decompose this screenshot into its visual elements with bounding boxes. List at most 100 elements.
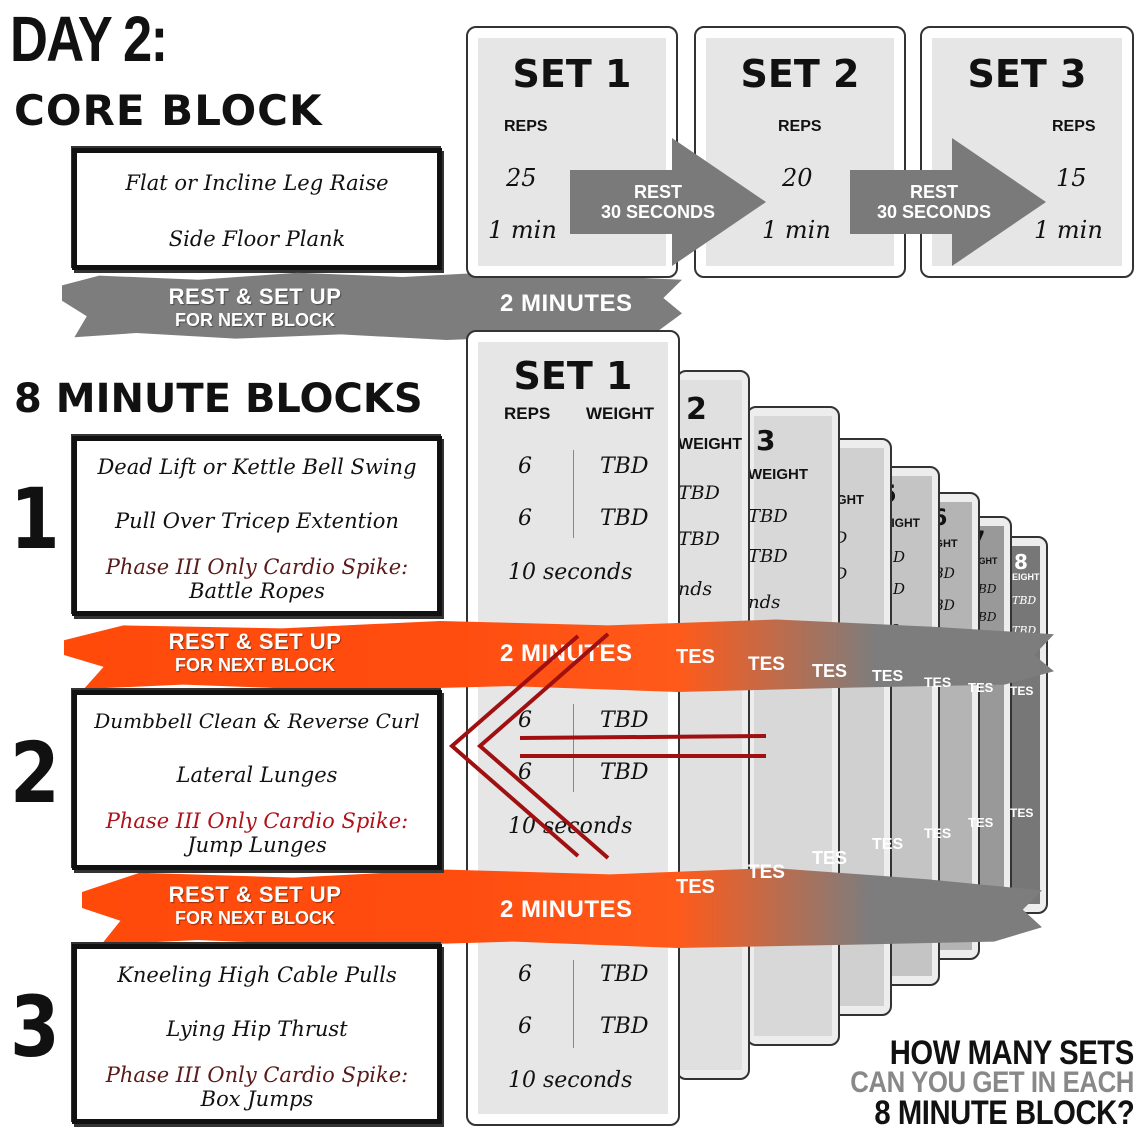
set-time: 1 min — [488, 216, 557, 244]
set-title: SET 1 — [512, 52, 632, 96]
core-exercise: Side Floor Plank — [168, 227, 346, 251]
rest-brush-2 — [82, 868, 1042, 948]
stacked-tes: TES — [872, 668, 904, 685]
stacked-set-number: 2 — [686, 392, 707, 427]
reps-value: 20 — [782, 164, 813, 192]
stacked-weight-label: WEIGHT — [678, 436, 742, 453]
stacked-set-card-2: 2 WEIGHT TBD TBD nds — [676, 370, 750, 1080]
weight-label: WEIGHT — [586, 404, 654, 423]
rest-seconds: 10 seconds — [508, 560, 633, 585]
eight-minute-blocks-title: 8 MINUTE BLOCKS — [14, 376, 423, 422]
cardio-spike-label: Phase III Only Cardio Spike: — [105, 809, 409, 833]
weight-value: TBD — [600, 506, 649, 531]
block-exercise: Lateral Lunges — [176, 763, 338, 787]
cardio-spike-exercise: Jump Lunges — [187, 833, 327, 857]
block-number: 1 — [10, 470, 60, 568]
stacked-tes: TES — [748, 654, 785, 675]
stacked-value: TBD — [678, 528, 720, 550]
reps-label: REPS — [504, 118, 548, 135]
stacked-set-number: 3 — [756, 424, 776, 457]
reps-value: 25 — [506, 164, 537, 192]
reps-value: 6 — [518, 962, 532, 987]
set-time: 1 min — [762, 216, 831, 244]
core-block-title: CORE BLOCK — [14, 86, 323, 135]
reps-value: 6 — [518, 760, 532, 785]
rest-seconds: 10 seconds — [508, 1068, 633, 1093]
block-number: 2 — [10, 724, 60, 822]
cardio-spike-label: Phase III Only Cardio Spike: — [105, 1063, 409, 1087]
stacked-value: TBD — [1012, 594, 1037, 607]
stacked-weight-label: EIGHT — [1012, 572, 1040, 582]
weight-value: TBD — [600, 1014, 649, 1039]
rest-line2: FOR NEXT BLOCK — [175, 310, 335, 330]
rest-arrow-icon — [850, 138, 1046, 266]
stacked-tes: TES — [924, 674, 952, 690]
stacked-tes: TES — [968, 680, 994, 695]
stacked-tes: TES — [748, 862, 785, 883]
stacked-value: TBD — [678, 482, 720, 504]
set-title: SET 2 — [740, 52, 860, 96]
stacked-tes: TES — [676, 876, 715, 898]
reps-value: 6 — [518, 708, 532, 733]
block-2-exercise-box: Dumbbell Clean & Reverse Curl Lateral Lu… — [72, 690, 442, 870]
set-time: 1 min — [1034, 216, 1103, 244]
cardio-spike-exercise: Box Jumps — [200, 1087, 314, 1111]
question-line1: HOW MANY SETS — [889, 1034, 1134, 1072]
question-line3: 8 MINUTE BLOCK? — [874, 1094, 1134, 1132]
reps-value: 6 — [518, 1014, 532, 1039]
rest-arrow-line2: 30 SECONDS — [876, 201, 992, 222]
stacked-tes: TES — [676, 646, 715, 668]
core-set-card-2: SET 2 REPS 20 1 min — [694, 26, 906, 278]
rest-line1: REST & SET UP — [168, 284, 342, 309]
reps-value: 6 — [518, 454, 532, 479]
rest-line2: FOR NEXT BLOCK — [175, 655, 335, 675]
cardio-spike-label: Phase III Only Cardio Spike: — [105, 555, 409, 579]
rest-label-1: REST & SET UP FOR NEXT BLOCK — [150, 631, 360, 675]
main-set-card: SET 1 REPS WEIGHT 6 TBD 6 TBD 10 seconds… — [466, 330, 680, 1126]
stacked-tes: TES — [1010, 684, 1034, 698]
reps-value: 15 — [1056, 164, 1087, 192]
block-number: 3 — [10, 978, 60, 1076]
block-exercise: Pull Over Tricep Extention — [115, 509, 399, 533]
stacked-tes: TES — [812, 848, 848, 868]
set-title: SET 3 — [967, 52, 1087, 96]
block-exercise: Dead Lift or Kettle Bell Swing — [97, 455, 417, 479]
weight-value: TBD — [600, 708, 649, 733]
weight-value: TBD — [600, 454, 649, 479]
rest-arrow-label: REST 30 SECONDS — [856, 182, 1012, 223]
core-rest-duration: 2 MINUTES — [500, 290, 633, 317]
stacked-value: nds — [678, 578, 713, 600]
rest-duration-2: 2 MINUTES — [500, 896, 633, 923]
block-3-exercise-box: Kneeling High Cable Pulls Lying Hip Thru… — [72, 944, 442, 1124]
weight-value: TBD — [600, 760, 649, 785]
block-exercise: Lying Hip Thrust — [166, 1017, 348, 1041]
reps-value: 6 — [518, 506, 532, 531]
rest-brush-1 — [64, 619, 1054, 692]
return-arrow-icon — [448, 632, 767, 860]
stacked-tes: TES — [924, 825, 952, 841]
reps-label: REPS — [1052, 118, 1096, 135]
stacked-set-number: 8 — [1014, 550, 1028, 574]
cardio-spike-exercise: Battle Ropes — [189, 579, 325, 603]
core-rest-brush — [62, 271, 682, 340]
rest-arrow-line2: 30 SECONDS — [600, 201, 716, 222]
block-exercise: Kneeling High Cable Pulls — [117, 963, 397, 987]
stacked-tes: TES — [1010, 806, 1034, 820]
block-1-exercise-box: Dead Lift or Kettle Bell Swing Pull Over… — [72, 436, 442, 616]
reps-label: REPS — [504, 404, 551, 423]
stacked-weight-label: WEIGHT — [748, 466, 808, 483]
stacked-value: TBD — [748, 546, 788, 567]
reps-label: REPS — [778, 118, 822, 135]
rest-line2: FOR NEXT BLOCK — [175, 908, 335, 928]
stacked-tes: TES — [968, 815, 994, 830]
weight-value: TBD — [600, 962, 649, 987]
rest-arrow-line1: REST — [909, 182, 958, 202]
stacked-tes: TES — [812, 661, 848, 681]
set-title: SET 1 — [513, 354, 633, 398]
stacked-value: TBD — [748, 506, 788, 527]
stacked-value: nds — [748, 592, 781, 613]
day-title: DAY 2: — [10, 3, 168, 75]
stacked-tes: TES — [872, 836, 904, 853]
core-exercise-box: Flat or Incline Leg Raise Side Floor Pla… — [72, 148, 442, 270]
rest-label-2: REST & SET UP FOR NEXT BLOCK — [150, 884, 360, 928]
